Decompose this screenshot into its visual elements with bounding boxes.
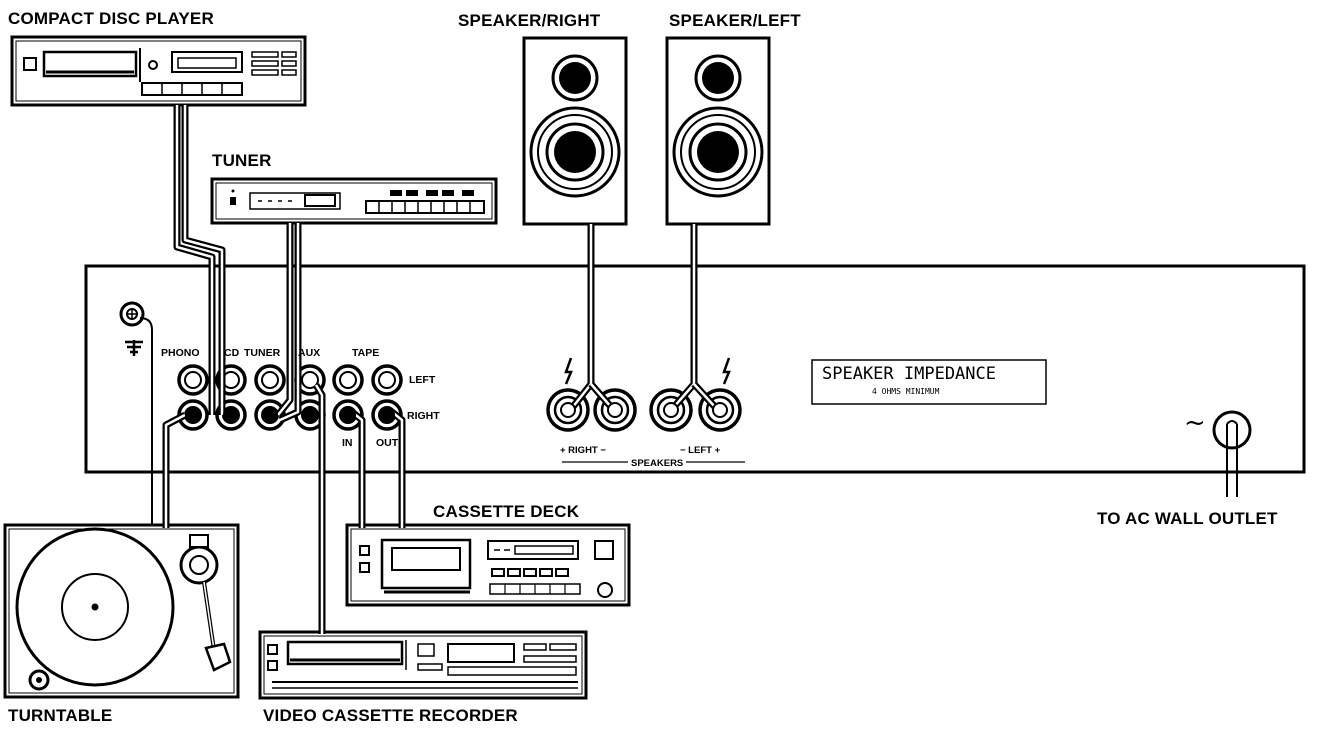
cd-jack-label: CD	[224, 347, 240, 359]
cd-player-unit	[10, 35, 307, 107]
speaker-impedance-box	[811, 359, 1047, 405]
aux-jack-label: AUX	[298, 347, 321, 359]
speaker-right-terminals-label: + RIGHT −	[560, 445, 606, 456]
speaker-left-unit	[665, 36, 771, 226]
vcr-unit	[258, 630, 588, 700]
vcr-label: VIDEO CASSETTE RECORDER	[263, 706, 518, 725]
tuner-jack-label: TUNER	[244, 347, 281, 359]
turntable-unit	[3, 523, 240, 699]
ground-wire	[139, 317, 153, 528]
speaker-impedance-subtitle: 4 OHMS MINIMUM	[872, 387, 940, 396]
turntable-label: TURNTABLE	[8, 706, 113, 725]
tape-jack-label: TAPE	[352, 347, 380, 359]
tape-out-label: OUT	[376, 437, 399, 449]
connected-jacks	[185, 402, 728, 423]
speaker-left-label: SPEAKER/LEFT	[669, 11, 801, 30]
audio-cables	[162, 105, 719, 634]
speaker-impedance-title: SPEAKER IMPEDANCE	[822, 364, 996, 384]
right-channel-label: RIGHT	[407, 410, 440, 422]
tuner-label: TUNER	[212, 151, 272, 170]
speaker-right-unit	[522, 36, 628, 226]
ground-terminal-icon	[119, 301, 145, 327]
left-channel-label: LEFT	[409, 374, 436, 386]
ac-plug-icon	[1212, 410, 1252, 497]
speaker-left-terminals-label: − LEFT +	[680, 445, 721, 456]
speaker-right-label: SPEAKER/RIGHT	[458, 11, 601, 30]
ground-symbol-icon	[125, 340, 143, 356]
cassette-deck-label: CASSETTE DECK	[433, 502, 580, 521]
ac-outlet-label: TO AC WALL OUTLET	[1097, 509, 1278, 528]
compact-disc-player-label: COMPACT DISC PLAYER	[8, 9, 214, 28]
tuner-unit	[210, 177, 498, 225]
lightning-icon	[564, 357, 731, 385]
phono-jack-label: PHONO	[161, 347, 200, 359]
ac-symbol: ~	[1184, 408, 1206, 438]
cassette-deck-unit	[345, 523, 631, 607]
tape-in-label: IN	[342, 437, 353, 449]
speakers-label: SPEAKERS	[628, 458, 687, 469]
